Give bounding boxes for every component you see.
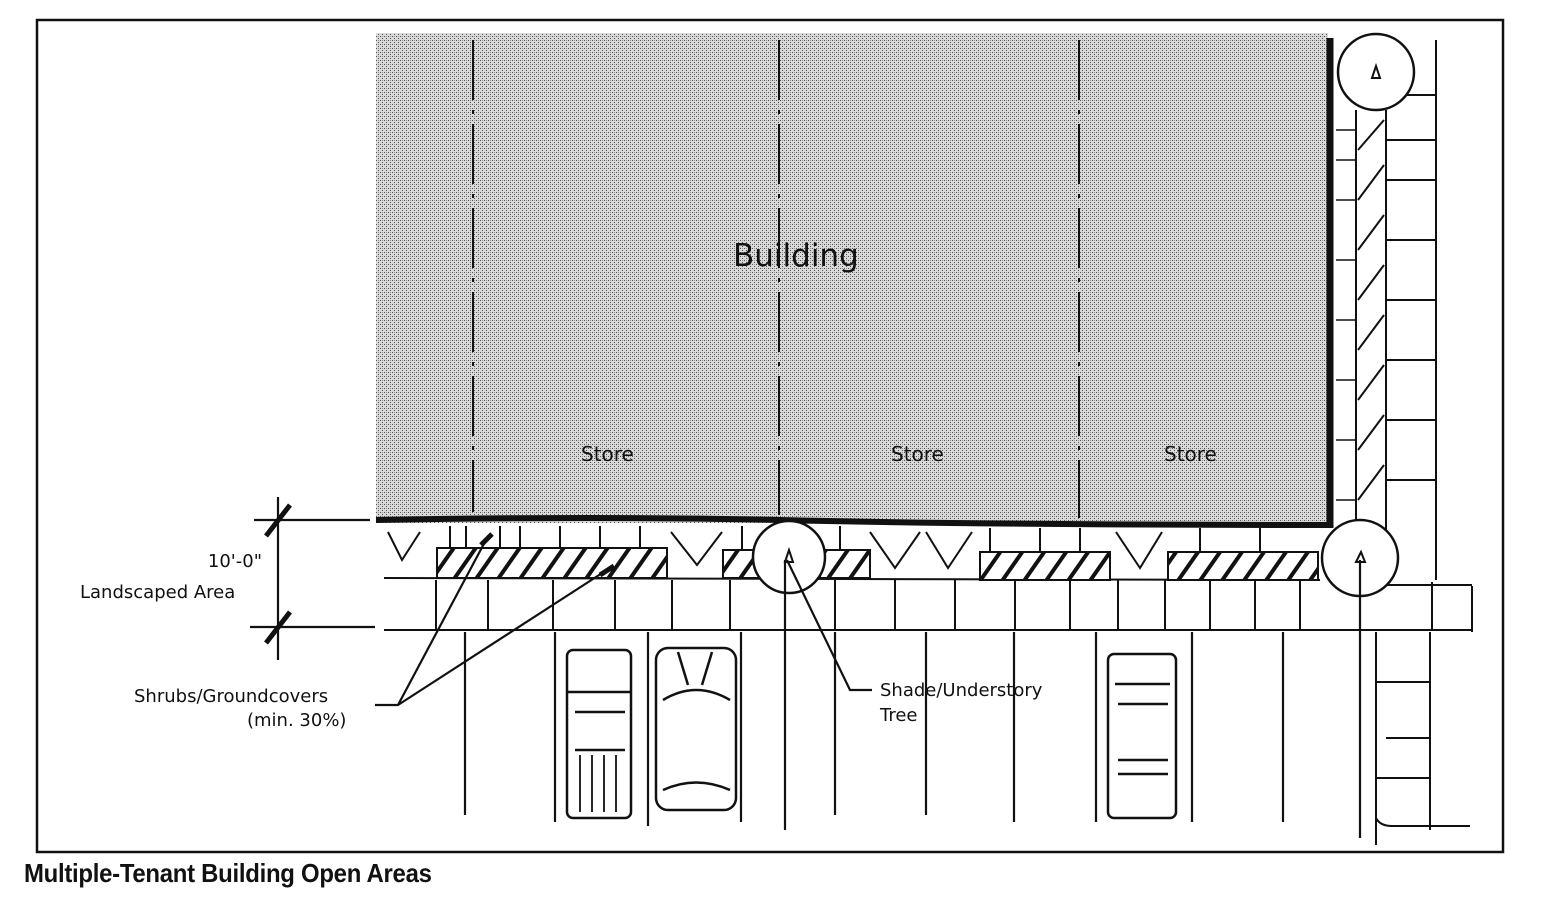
store-label-1: Store: [581, 442, 634, 466]
car-3: [1106, 652, 1178, 820]
shrubs-leader-lines: [375, 532, 616, 707]
tree-label-line2: Tree: [880, 705, 918, 726]
dimension-label: Landscaped Area: [80, 582, 236, 603]
tree-leader-line: [786, 559, 872, 692]
figure-frame: [35, 18, 1505, 854]
tree-top-right: [1336, 32, 1416, 112]
shrubs-minimum: (min. 30%): [247, 710, 347, 731]
landscape-strip: [383, 526, 1473, 632]
parking-stall-lines: [463, 560, 1362, 838]
car-1: [565, 648, 633, 820]
car-2: [654, 646, 738, 812]
building-footprint: [376, 33, 1328, 523]
store-label-3: Store: [1164, 442, 1217, 466]
building-label: Building: [733, 238, 859, 274]
dimension-value: 10'-0": [207, 551, 262, 572]
side-walkway: [1336, 40, 1470, 845]
tree-front-center: [751, 519, 827, 595]
store-partitions: [472, 40, 1080, 518]
dimension-line: [250, 497, 375, 660]
figure-caption: Multiple-Tenant Building Open Areas: [24, 858, 432, 888]
store-label-2: Store: [891, 442, 944, 466]
tree-label-line1: Shade/Understory: [880, 680, 1043, 701]
shrubs-label: Shrubs/Groundcovers: [134, 686, 329, 707]
